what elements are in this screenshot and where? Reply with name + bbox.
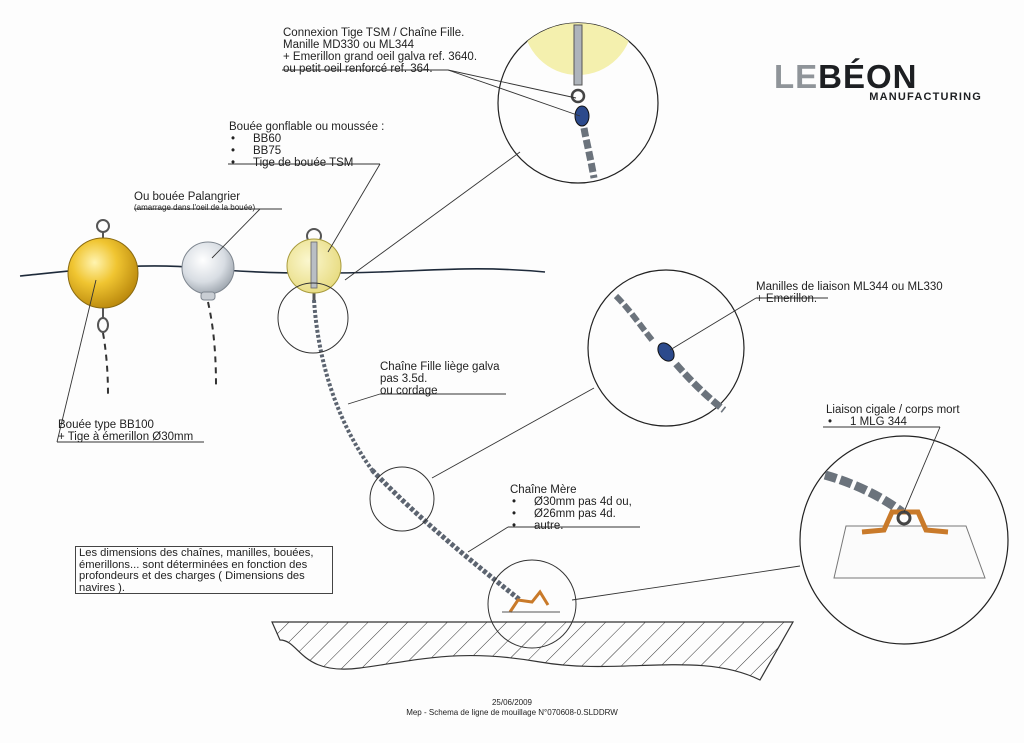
detail-circle-tsm — [277, 282, 349, 354]
label-line: pas 3.5d. — [380, 373, 428, 385]
label-title: Chaîne Mère — [510, 484, 577, 496]
logo-beon: BÉON — [818, 58, 918, 95]
logo-manufacturing: MANUFACTURING — [869, 91, 982, 103]
label-item: 1 MLG 344 — [826, 416, 960, 428]
brand-name: LEBÉON — [774, 58, 918, 96]
label-line: + Emerillon. — [756, 293, 818, 305]
label-item: BB60 — [229, 133, 384, 145]
footer: 25/06/2009 Mep - Schema de ligne de moui… — [0, 698, 1024, 718]
buoy-palangrier — [181, 241, 235, 386]
label-line: + Tige à émerillon Ø30mm — [58, 431, 194, 443]
label-line: + Emerillon grand oeil galva ref. 3640. — [283, 51, 478, 63]
label-subtitle: (amarrage dans l'oeil de la bouée) — [134, 203, 256, 212]
label-liaison-cigale: Liaison cigale / corps mort 1 MLG 344 — [826, 404, 960, 428]
dimensions-note: Les dimensions des chaînes, manilles, bo… — [75, 546, 333, 594]
buoy-tsm — [286, 228, 342, 300]
label-item: Ø26mm pas 4d. — [510, 508, 632, 520]
footer-date: 25/06/2009 — [491, 698, 533, 707]
label-line: ou petit oeil renforcé ref. 364. — [283, 63, 433, 75]
label-chaine-fille: Chaîne Fille liège galva pas 3.5d. ou co… — [380, 361, 500, 397]
label-manilles-liaison: Manilles de liaison ML344 ou ML330 + Eme… — [756, 281, 943, 305]
label-bouee-palangrier: Ou bouée Palangrier (amarrage dans l'oei… — [134, 191, 255, 212]
seabed — [271, 621, 795, 681]
label-line: Chaîne Fille liège galva — [380, 361, 500, 373]
cigale — [508, 589, 550, 613]
zoom-cigale — [799, 435, 1009, 645]
footer-caption: Mep - Schema de ligne de mouillage N°070… — [406, 708, 618, 717]
chain-fille — [312, 299, 374, 472]
label-connexion: Connexion Tige TSM / Chaîne Fille. Manil… — [283, 27, 477, 75]
label-line: Connexion Tige TSM / Chaîne Fille. — [283, 27, 465, 39]
label-line: Manilles de liaison ML344 ou ML330 — [756, 281, 943, 293]
label-item: BB75 — [229, 145, 384, 157]
brand-logo: LEBÉON MANUFACTURING — [774, 58, 984, 108]
buoy-bb100 — [67, 219, 139, 396]
label-item: Tige de bouée TSM — [229, 157, 384, 169]
label-item: Ø30mm pas 4d ou, — [510, 496, 632, 508]
label-line: ou cordage — [380, 385, 438, 397]
zoom-connexion — [497, 22, 659, 184]
chain-mere — [370, 468, 522, 602]
label-chaine-mere: Chaîne Mère Ø30mm pas 4d ou, Ø26mm pas 4… — [510, 484, 632, 532]
zoom-manilles — [587, 269, 745, 427]
logo-le: LE — [774, 58, 819, 95]
label-title: Bouée gonflable ou moussée : — [229, 121, 385, 133]
label-title: Ou bouée Palangrier — [134, 191, 241, 203]
label-bouee-bb100: Bouée type BB100 + Tige à émerillon Ø30m… — [58, 419, 193, 443]
label-line: Bouée type BB100 — [58, 419, 154, 431]
label-line: Manille MD330 ou ML344 — [283, 39, 415, 51]
label-item: autre. — [510, 520, 632, 532]
detail-circle-cigale — [487, 559, 577, 649]
label-bouee-gonflable: Bouée gonflable ou moussée : BB60 BB75 T… — [229, 121, 384, 169]
label-title: Liaison cigale / corps mort — [826, 404, 960, 416]
detail-circle-chain — [369, 466, 435, 532]
